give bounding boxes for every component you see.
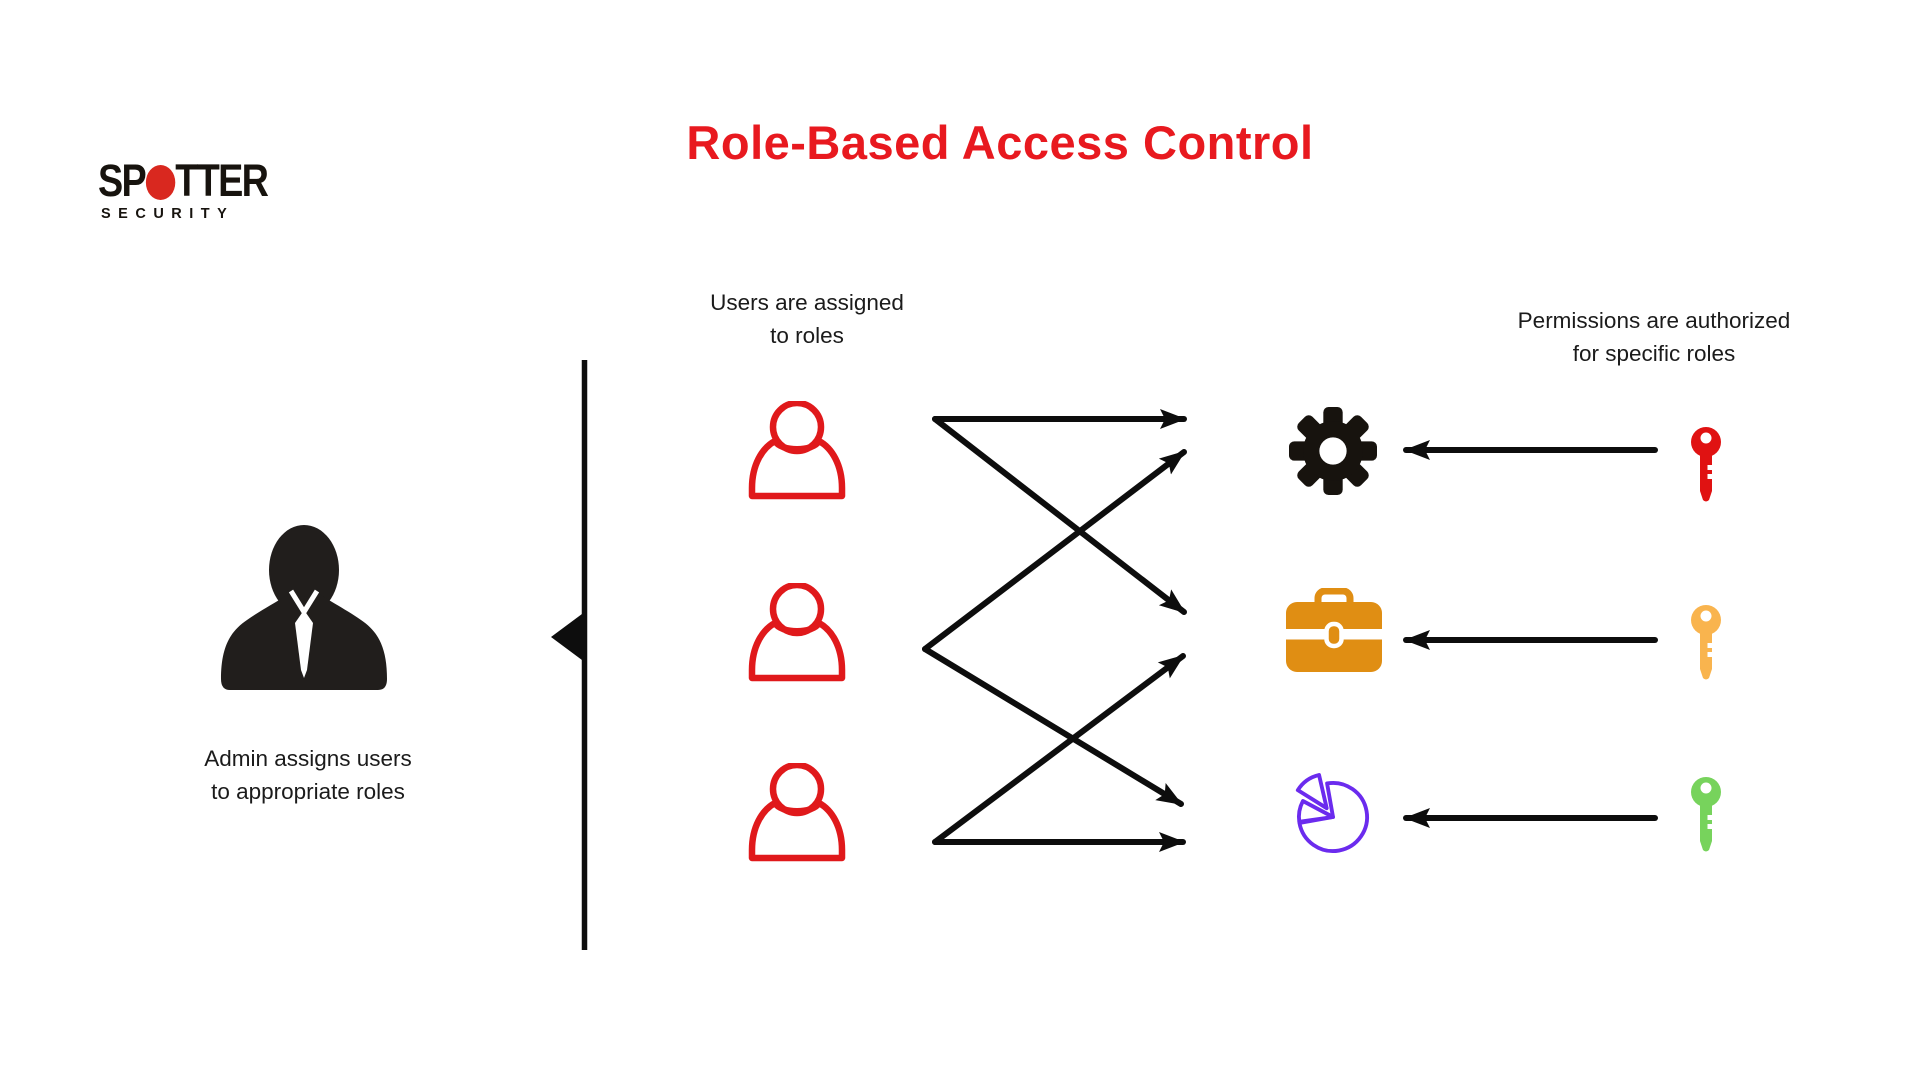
gear-hub bbox=[1319, 437, 1347, 465]
user-1-icon bbox=[747, 401, 847, 501]
admin-person-icon bbox=[212, 518, 396, 702]
permissions-label-line1: Permissions are authorized bbox=[1517, 308, 1791, 333]
left-pointer-triangle bbox=[551, 611, 586, 663]
pie-slice-detached bbox=[1295, 773, 1329, 811]
permission-key-3-icon bbox=[1689, 777, 1723, 853]
permissions-label: Permissions are authorized for specific … bbox=[1474, 304, 1834, 370]
admin-tie bbox=[295, 610, 313, 678]
key-hole bbox=[1700, 432, 1712, 444]
pie-wedge bbox=[1297, 799, 1335, 824]
logo-red-dot-icon bbox=[145, 164, 176, 200]
logo-text-left: SP bbox=[98, 155, 147, 206]
user-3-icon bbox=[747, 763, 847, 863]
logo-text-right: TTER bbox=[175, 155, 269, 206]
admin-caption-line2: to appropriate roles bbox=[211, 779, 405, 805]
logo-tagline: SECURITY bbox=[101, 206, 235, 222]
admin-caption: Admin assigns users to appropriate roles bbox=[138, 742, 478, 808]
logo-wordmark: SP TTER bbox=[98, 155, 269, 206]
users-label-line1: Users are assigned bbox=[710, 290, 904, 315]
arrow-user2-role3 bbox=[922, 646, 1184, 807]
users-label-line2: to roles bbox=[770, 323, 844, 349]
user-2-icon bbox=[747, 583, 847, 683]
arrow-user2-role1 bbox=[922, 449, 1187, 652]
admin-head bbox=[269, 525, 339, 615]
users-label: Users are assigned to roles bbox=[657, 286, 957, 352]
permissions-label-line2: for specific roles bbox=[1572, 341, 1736, 367]
briefcase-icon bbox=[1284, 588, 1384, 674]
spotter-security-logo: SP TTER SECURITY bbox=[98, 158, 300, 222]
pie-body bbox=[1297, 781, 1369, 853]
page-title: Role-Based Access Control bbox=[686, 116, 1314, 169]
permission-key-2-icon bbox=[1689, 605, 1723, 681]
pie-chart-icon bbox=[1285, 769, 1381, 865]
arrow-user1-role2 bbox=[932, 416, 1187, 615]
user-shoulders bbox=[748, 437, 846, 500]
permission-key-1-icon bbox=[1689, 427, 1723, 503]
admin-caption-line1: Admin assigns users bbox=[204, 746, 412, 771]
gear-icon bbox=[1289, 407, 1377, 495]
arrow-user3-role2 bbox=[932, 653, 1186, 845]
